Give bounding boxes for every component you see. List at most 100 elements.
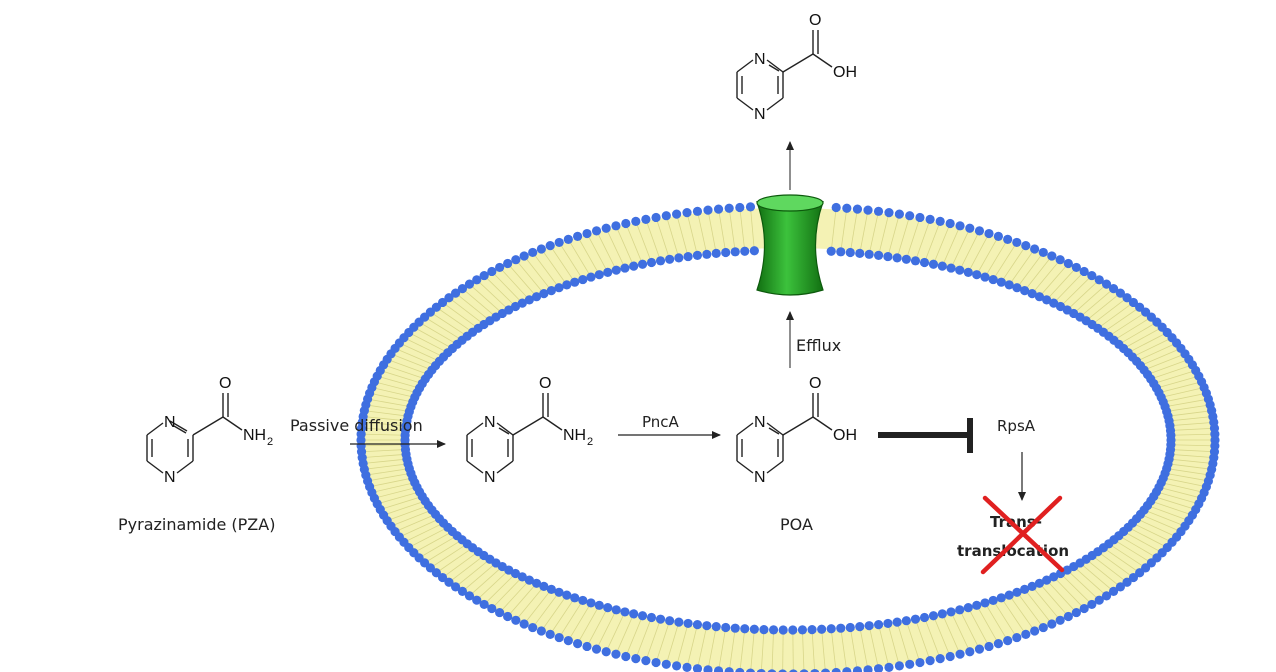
lipid-tail (821, 629, 826, 672)
lipid-tail (462, 288, 497, 318)
lipid-head (901, 616, 911, 626)
lipid-head (545, 241, 555, 251)
lipid-head (1115, 288, 1126, 298)
lipid-tail (567, 239, 592, 278)
lipid-tail (1066, 569, 1100, 601)
lipid-head (759, 625, 769, 635)
lipid-head (511, 615, 521, 625)
lipid-head (665, 616, 675, 626)
lipid-tail (915, 219, 931, 261)
lipid-head (873, 620, 884, 630)
lipid-head (1003, 636, 1013, 646)
lipid-tail (728, 208, 736, 252)
lipid-tail (1097, 551, 1134, 578)
lipid-tail (941, 225, 961, 267)
lipid-tail (967, 233, 990, 273)
lipid-tail (523, 589, 552, 625)
lipid-tail (1000, 245, 1027, 283)
lipid-head (519, 251, 529, 261)
lipid-tail (403, 522, 444, 543)
lipid-head (919, 257, 930, 268)
lipid-tail (915, 619, 931, 661)
lipid-head (683, 251, 693, 262)
lipid-head (594, 600, 604, 610)
lipid-tail (403, 337, 444, 358)
lipid-head (1166, 430, 1176, 440)
lipid-head (683, 618, 693, 629)
lipid-heads-inner (400, 246, 1176, 635)
hydroxyl-oh: OH (833, 64, 857, 81)
lipid-tail (1166, 404, 1211, 412)
lipid-tail (418, 535, 458, 559)
lipid-head (965, 647, 975, 657)
lipid-tail (374, 486, 418, 499)
lipid-head (621, 651, 631, 662)
lipid-head (855, 248, 865, 258)
lipid-head (963, 603, 973, 613)
lipid-tail (507, 263, 537, 297)
hydroxyl-oh: OH (833, 427, 857, 444)
lipid-head (799, 669, 809, 672)
lipid-head (665, 254, 675, 264)
lipid-tail (1163, 477, 1207, 488)
lipid-tail (676, 213, 689, 257)
lipid-tail (840, 208, 848, 252)
lipid-head (511, 255, 521, 265)
lipid-tail (369, 392, 413, 403)
lipid-head (984, 228, 994, 239)
lipid-tail (707, 626, 717, 670)
lipid-tail (1103, 306, 1140, 333)
lipid-head (946, 607, 956, 617)
lipid-head (637, 611, 648, 621)
lipid-head (1030, 244, 1040, 254)
lipid-tail (849, 627, 858, 671)
lipid-head (919, 612, 930, 623)
passive-diffusion-label: Passive diffusion (290, 416, 423, 435)
lipid-tail (1097, 302, 1134, 329)
lipid-tail (1143, 353, 1186, 371)
lipid-head (672, 661, 682, 671)
lipid-tail (596, 230, 617, 271)
lipid-head (845, 247, 855, 258)
lipid-head (945, 651, 955, 662)
lipid-tail (878, 624, 890, 668)
lipid-head (655, 256, 666, 266)
lipid-head (817, 624, 827, 634)
lipid-tail (383, 364, 426, 380)
lipid-head (621, 218, 631, 229)
lipid-tail (380, 496, 423, 510)
lipid-head (864, 249, 874, 259)
lipid-tail (686, 624, 698, 668)
lipid-tail (924, 617, 941, 659)
lipid-head (1012, 283, 1022, 293)
lipid-tail (476, 279, 510, 311)
lipid-tail (1158, 381, 1202, 394)
lipid-tail (1073, 566, 1107, 597)
lipid-head (810, 668, 820, 672)
lipid-tail (491, 576, 523, 609)
lipid-tail (802, 629, 805, 672)
lipid-head (955, 649, 965, 659)
lipid-head (661, 211, 671, 221)
lipid-head (545, 629, 555, 639)
lipid-tail (1147, 505, 1189, 522)
lipid-tail (1008, 594, 1035, 632)
lipid-head (692, 250, 703, 260)
lipid-head (1063, 611, 1073, 622)
lipid-head (778, 625, 788, 635)
lipid-tail (1123, 531, 1163, 554)
lipid-tail (1016, 252, 1044, 288)
lipid-tail (967, 607, 990, 647)
lipid-head (554, 587, 564, 597)
pza-structure-inside: N N O NH 2 (466, 375, 593, 486)
lipid-tail (586, 233, 609, 273)
lipid-tail (1031, 586, 1061, 621)
lipid-head (831, 667, 841, 672)
lipid-head (1055, 255, 1065, 265)
lipid-head (611, 265, 621, 275)
lipid-head (1049, 298, 1059, 308)
lipid-tail (387, 358, 429, 375)
lipid-tail (1150, 500, 1193, 516)
lipid-tail (1108, 543, 1146, 569)
lipid-head (826, 246, 836, 256)
